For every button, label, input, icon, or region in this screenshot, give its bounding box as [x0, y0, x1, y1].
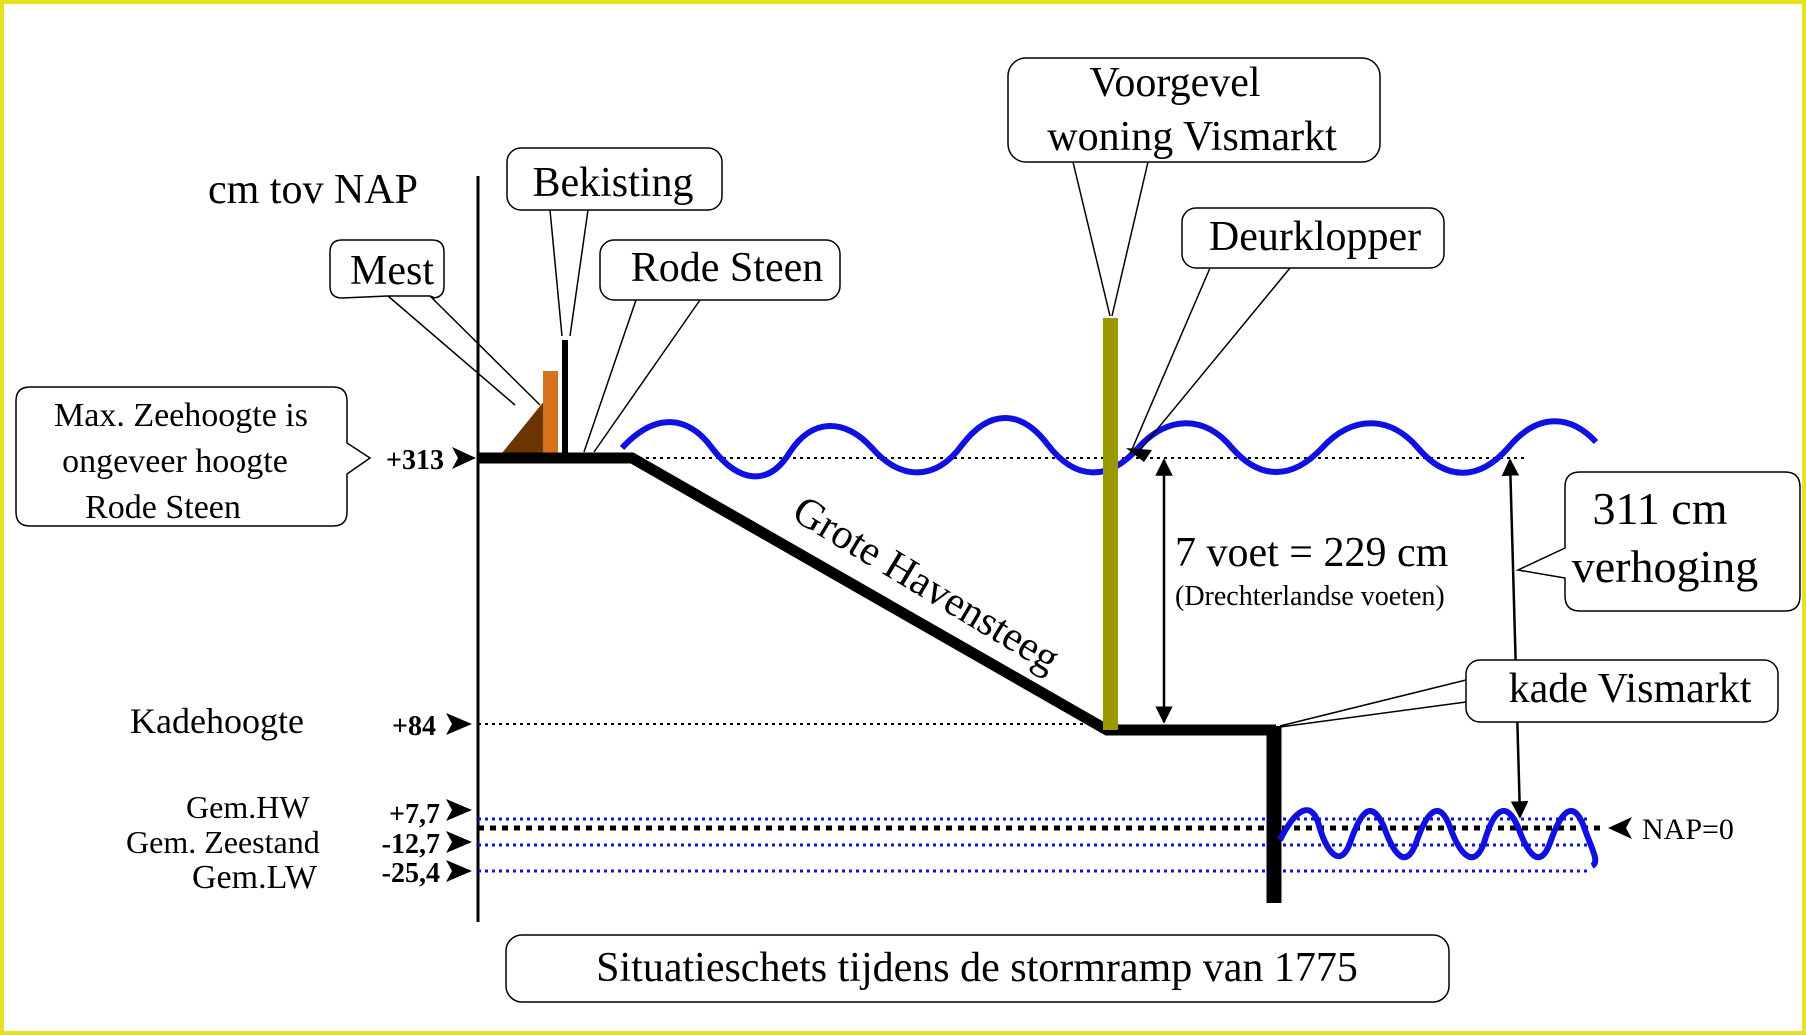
street-label: Grote Havensteeg: [785, 487, 1068, 682]
mest-shape: [502, 400, 545, 453]
callout-voorgevel-line-1: Voorgevel: [1089, 60, 1260, 106]
callout-max-sea-line-3: Rode Steen: [85, 489, 241, 526]
level-value-kade: +84: [392, 711, 436, 742]
callout-deurklopper-label: Deurklopper: [1209, 214, 1421, 260]
level-arrow-hw: [446, 799, 472, 821]
callout-deurklopper: Deurklopper: [1126, 207, 1445, 462]
level-value-max-sea: +313: [386, 445, 444, 476]
level-value-hw: +7,7: [389, 799, 440, 830]
level-arrow-max-sea: [452, 447, 476, 469]
level-name-lw: Gem.LW: [192, 859, 318, 896]
measure-arrow-311: [1501, 458, 1529, 819]
ground-profile: [478, 452, 1276, 736]
callout-verhoging: 311 cm verhoging: [1515, 471, 1801, 612]
voorgevel-pole: [1103, 318, 1118, 730]
callout-verhoging-line-2: verhoging: [1572, 541, 1759, 592]
callout-kade-vismarkt: kade Vismarkt: [1279, 659, 1779, 728]
level-name-zeestand: Gem. Zeestand: [126, 824, 320, 860]
caption: Situatieschets tijdens de stormramp van …: [505, 934, 1450, 1003]
callout-mest: Mest: [329, 239, 541, 406]
level-name-kade: Kadehoogte: [130, 701, 304, 741]
bekisting-block: [543, 371, 558, 456]
caption-label: Situatieschets tijdens de stormramp van …: [596, 945, 1358, 991]
callout-voorgevel-line-2: woning Vismarkt: [1047, 114, 1337, 160]
sea-wave: [1277, 807, 1599, 869]
callout-bekisting-label: Bekisting: [532, 160, 693, 206]
callout-rode-steen: Rode Steen: [583, 239, 841, 453]
callout-max-sea-line-1: Max. Zeehoogte is: [54, 397, 308, 434]
callout-max-sea: Max. Zeehoogte is ongeveer hoogte Rode S…: [15, 386, 372, 527]
level-arrow-zeestand: [446, 831, 472, 853]
level-value-zeestand: -12,7: [382, 829, 440, 860]
deurklopper-arrow: [1126, 448, 1152, 462]
axis-label: cm tov NAP: [208, 167, 418, 213]
callout-bekisting: Bekisting: [506, 147, 723, 337]
callout-voorgevel: Voorgevel woning Vismarkt: [1007, 57, 1381, 317]
measurement-main: 7 voet = 229 cm: [1175, 530, 1449, 576]
level-arrow-kade: [446, 713, 472, 735]
callout-verhoging-line-1: 311 cm: [1593, 483, 1728, 534]
callout-kade-vismarkt-label: kade Vismarkt: [1509, 666, 1752, 712]
callout-max-sea-line-2: ongeveer hoogte: [62, 443, 288, 480]
level-arrow-lw: [446, 860, 472, 882]
level-value-lw: -25,4: [382, 858, 440, 889]
callout-rode-steen-label: Rode Steen: [631, 245, 823, 291]
nap-arrow: [1608, 817, 1632, 839]
level-name-hw: Gem.HW: [186, 789, 310, 825]
storm-water-wave: [619, 415, 1599, 480]
nap-label: NAP=0: [1642, 813, 1734, 846]
measurement-sub: (Drechterlandse voeten): [1175, 581, 1445, 612]
callout-mest-label: Mest: [350, 248, 434, 294]
